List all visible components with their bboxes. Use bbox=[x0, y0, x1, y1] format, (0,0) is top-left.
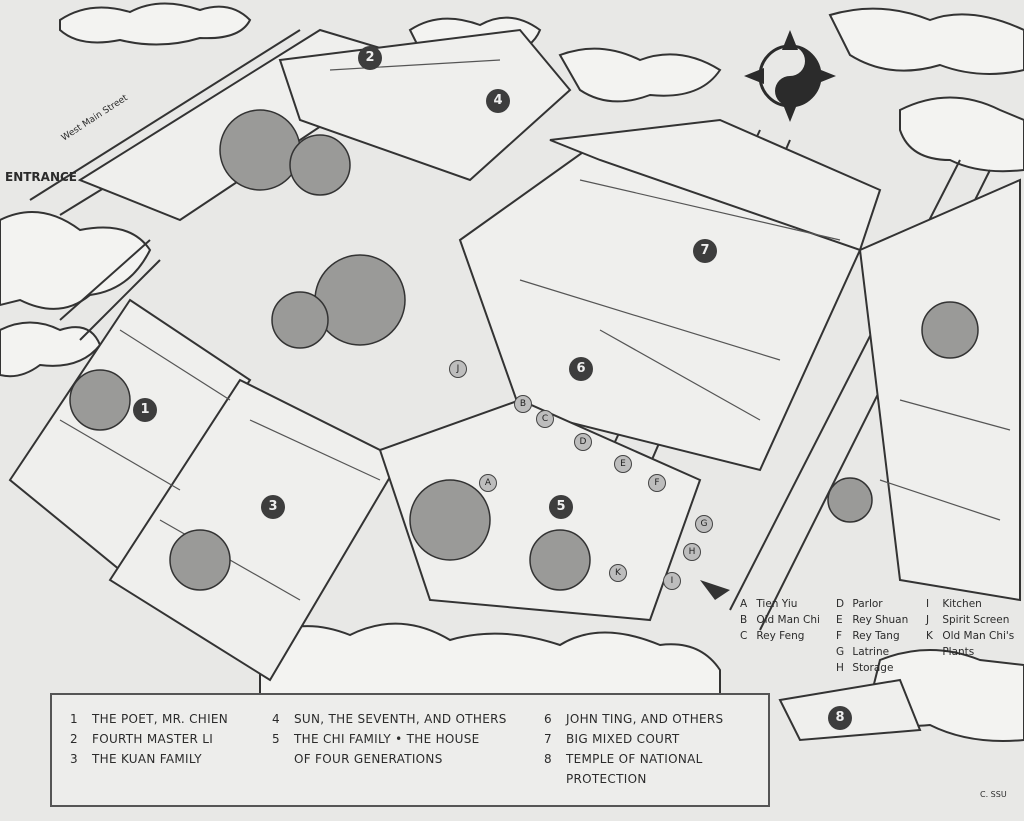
key-column-3: I Kitchen J Spirit Screen K Old Man Chi'… bbox=[926, 596, 1014, 660]
key-item-f: F Rey Tang bbox=[836, 630, 900, 642]
key-item-b: B Old Man Chi bbox=[740, 614, 820, 626]
key-item-d: D Parlor bbox=[836, 598, 883, 610]
artist-signature: C. SSU bbox=[980, 790, 1007, 799]
marker-e[interactable]: E bbox=[614, 455, 632, 473]
key-item-i: I Kitchen bbox=[926, 598, 982, 610]
key-item-a: A Tien Yiu bbox=[740, 598, 798, 610]
key-item-c: C Rey Feng bbox=[740, 630, 805, 642]
marker-8[interactable]: 8 bbox=[828, 706, 852, 730]
key-column-2: D Parlor E Rey Shuan F Rey Tang G Latrin… bbox=[836, 596, 908, 676]
marker-f[interactable]: F bbox=[648, 474, 666, 492]
key-item-h: H Storage bbox=[836, 662, 894, 674]
marker-6[interactable]: 6 bbox=[569, 357, 593, 381]
trees bbox=[69, 109, 979, 591]
key-item-k: K Old Man Chi's bbox=[926, 630, 1015, 642]
marker-c[interactable]: C bbox=[536, 410, 554, 428]
marker-a[interactable]: A bbox=[479, 474, 497, 492]
marker-1[interactable]: 1 bbox=[133, 398, 157, 422]
compass-icon bbox=[744, 30, 836, 122]
marker-4[interactable]: 4 bbox=[486, 89, 510, 113]
key-item-k-cont: Plants bbox=[942, 646, 975, 658]
marker-d[interactable]: D bbox=[574, 433, 592, 451]
key-item-g: G Latrine bbox=[836, 646, 890, 658]
marker-i[interactable]: I bbox=[663, 572, 681, 590]
marker-5[interactable]: 5 bbox=[549, 495, 573, 519]
marker-g[interactable]: G bbox=[695, 515, 713, 533]
legend-item-5-cont: OF FOUR GENERATIONS bbox=[294, 752, 443, 766]
marker-b[interactable]: B bbox=[514, 395, 532, 413]
marker-7[interactable]: 7 bbox=[693, 239, 717, 263]
letter-key: A Tien Yiu B Old Man Chi C Rey Feng D Pa… bbox=[740, 596, 1024, 686]
key-item-e: E Rey Shuan bbox=[836, 614, 909, 626]
marker-k[interactable]: K bbox=[609, 564, 627, 582]
key-column-1: A Tien Yiu B Old Man Chi C Rey Feng bbox=[740, 596, 820, 644]
marker-h[interactable]: H bbox=[683, 543, 701, 561]
key-pointer bbox=[700, 580, 730, 600]
marker-j[interactable]: J bbox=[449, 360, 467, 378]
legend-item-8-cont: PROTECTION bbox=[566, 772, 647, 786]
marker-2[interactable]: 2 bbox=[358, 46, 382, 70]
entrance-label: ENTRANCE bbox=[5, 170, 77, 184]
marker-3[interactable]: 3 bbox=[261, 495, 285, 519]
key-item-j: J Spirit Screen bbox=[926, 614, 1010, 626]
